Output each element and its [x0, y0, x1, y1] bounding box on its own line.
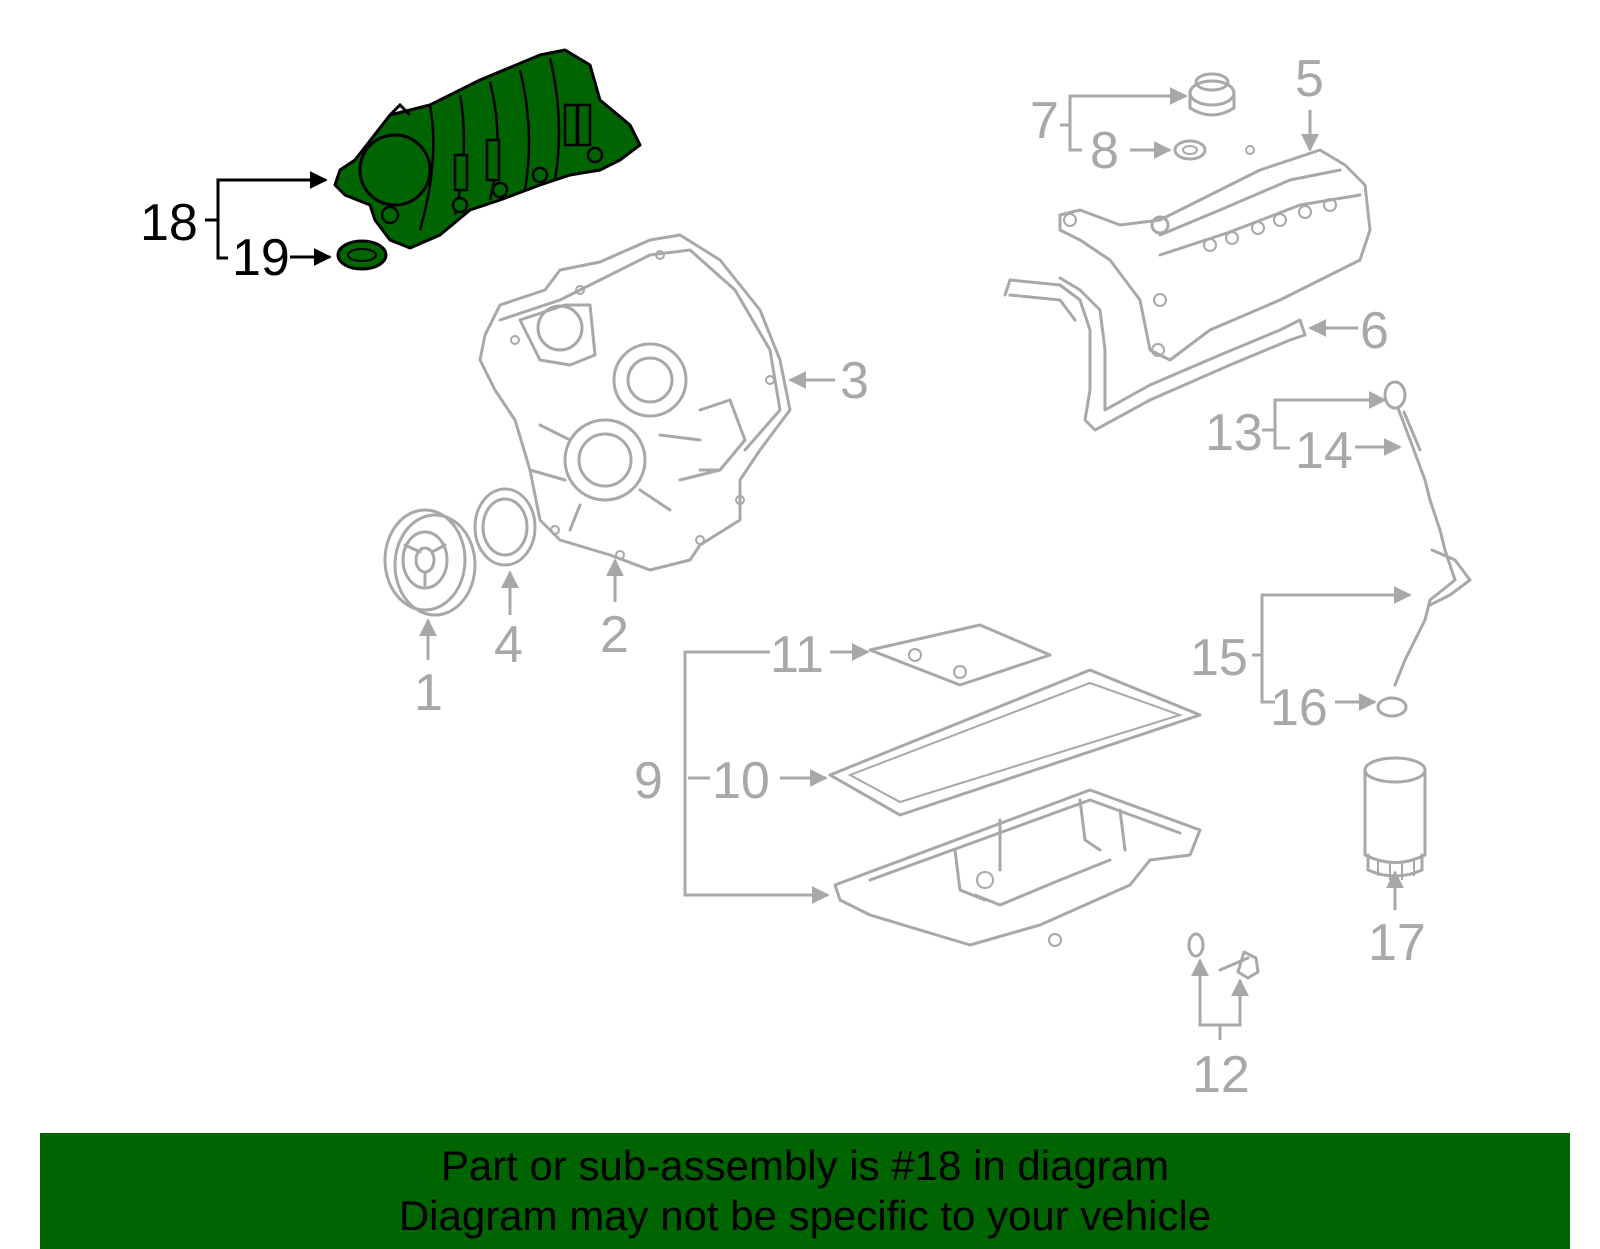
callout-2: 2	[600, 606, 629, 664]
drain-plug-part-12[interactable]	[1187, 932, 1260, 980]
callout-13: 13	[1205, 404, 1263, 462]
callout-8: 8	[1090, 122, 1119, 180]
callout-13-14-leader	[1262, 391, 1402, 456]
crankshaft-pulley-part-1[interactable]	[383, 508, 477, 617]
callout-7: 7	[1030, 92, 1059, 150]
callout-14: 14	[1295, 422, 1353, 480]
callout-18-leader	[205, 171, 332, 266]
callout-12-leader	[1191, 958, 1249, 1040]
intake-manifold-part-18[interactable]	[333, 48, 642, 250]
valve-cover-gasket-part-6[interactable]	[1003, 276, 1307, 432]
callout-1: 1	[414, 664, 443, 722]
callout-5: 5	[1295, 50, 1324, 108]
front-seal-part-4[interactable]	[473, 487, 537, 567]
dipstick-part-13-14[interactable]	[1383, 380, 1457, 687]
callout-15-16-leader	[1252, 586, 1412, 711]
valve-cover-part-5[interactable]	[1058, 145, 1372, 362]
intake-gasket-part-19[interactable]	[336, 239, 388, 271]
oil-pan-part-9[interactable]	[833, 788, 1202, 947]
info-banner: Part or sub-assembly is #18 in diagram D…	[40, 1133, 1570, 1249]
timing-cover-part-3[interactable]	[478, 233, 792, 572]
pan-cover-plate-part-11[interactable]	[868, 623, 1052, 687]
callout-16: 16	[1270, 679, 1328, 737]
callout-12: 12	[1192, 1046, 1250, 1104]
oil-filler-cap-part-7[interactable]	[1188, 72, 1236, 117]
callout-18: 18	[140, 194, 198, 252]
dipstick-tube-part-15[interactable]	[1428, 548, 1472, 607]
oil-pan-gasket-part-10[interactable]	[828, 668, 1202, 817]
callout-4: 4	[494, 616, 523, 674]
callout-17: 17	[1368, 914, 1426, 972]
banner-line-part-number: Part or sub-assembly is #18 in diagram	[440, 1142, 1170, 1189]
cap-seal-part-8[interactable]	[1173, 139, 1207, 161]
banner-line-disclaimer: Diagram may not be specific to your vehi…	[398, 1192, 1212, 1239]
callout-7-8-leader	[1060, 87, 1188, 159]
callout-9-10-11-leader	[683, 643, 870, 904]
callout-9: 9	[634, 752, 663, 810]
callout-19: 19	[232, 229, 290, 287]
callout-15: 15	[1190, 629, 1248, 687]
callout-10: 10	[712, 752, 770, 810]
oil-filter-part-17[interactable]	[1363, 756, 1427, 880]
tube-seal-part-16[interactable]	[1376, 696, 1408, 718]
callout-6: 6	[1360, 302, 1389, 360]
callout-11: 11	[770, 626, 824, 684]
callout-3: 3	[840, 352, 869, 410]
